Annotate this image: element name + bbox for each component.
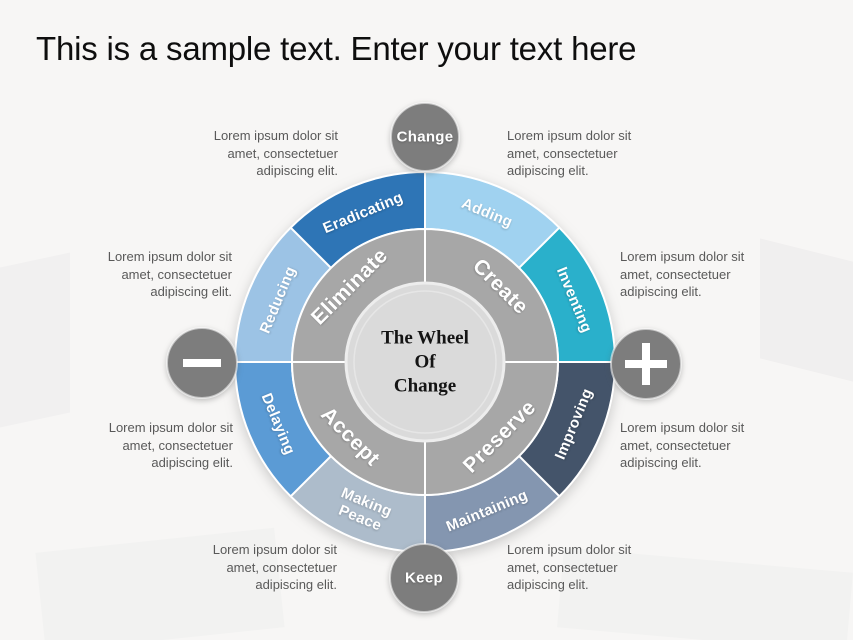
change-circle[interactable] <box>390 102 460 172</box>
center-circle-ring <box>353 290 497 434</box>
slide-title[interactable]: This is a sample text. Enter your text h… <box>36 30 637 67</box>
keep-label: Keep <box>405 569 443 587</box>
minus-icon <box>183 359 221 367</box>
keep-circle[interactable] <box>389 543 459 613</box>
annotation-mid-left[interactable]: Lorem ipsum dolor sit amet, consectetuer… <box>107 249 232 299</box>
annotation-mid-right[interactable]: Lorem ipsum dolor sit amet, consectetuer… <box>620 249 745 299</box>
annotation-bottom-left[interactable]: Lorem ipsum dolor sit amet, consectetuer… <box>212 542 337 592</box>
center-title: The Wheel Of Change <box>381 327 469 396</box>
center-circle[interactable] <box>344 281 506 443</box>
annotation-lower-left[interactable]: Lorem ipsum dolor sit amet, consectetuer… <box>108 420 233 470</box>
plus-icon-v <box>642 343 650 385</box>
annotation-top-right[interactable]: Lorem ipsum dolor sit amet, consectetuer… <box>507 128 632 178</box>
change-label: Change <box>396 128 454 146</box>
annotation-top-left[interactable]: Lorem ipsum dolor sit amet, consectetuer… <box>213 128 338 178</box>
annotation-bottom-right[interactable]: Lorem ipsum dolor sit amet, consectetuer… <box>507 542 632 592</box>
annotation-lower-right[interactable]: Lorem ipsum dolor sit amet, consectetuer… <box>620 420 745 470</box>
